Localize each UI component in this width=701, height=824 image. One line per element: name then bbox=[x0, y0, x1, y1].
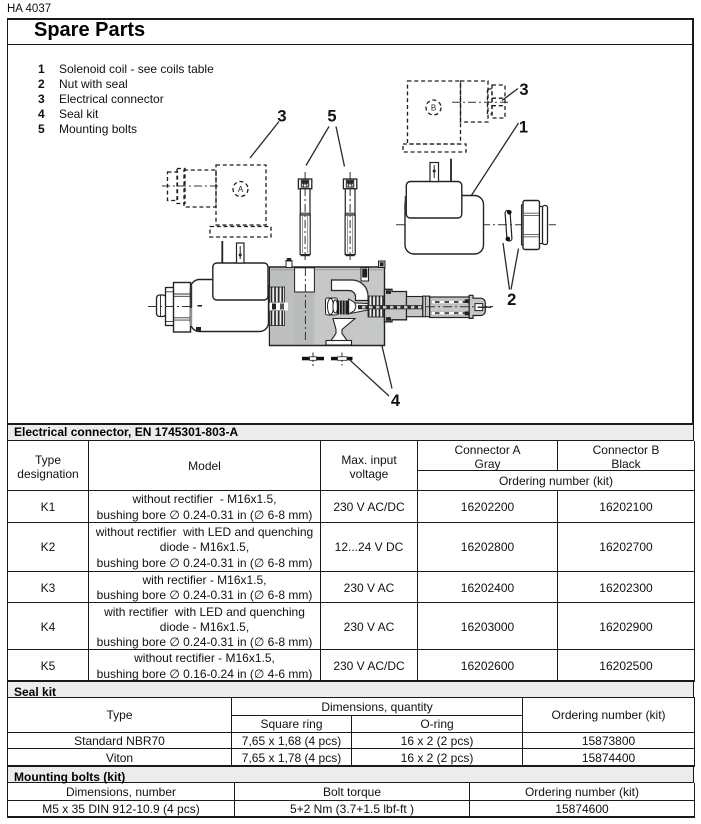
svg-text:B: B bbox=[431, 104, 436, 113]
svg-text:3: 3 bbox=[277, 108, 286, 126]
svg-text:A: A bbox=[238, 185, 244, 194]
svg-text:1: 1 bbox=[519, 119, 528, 137]
svg-text:5: 5 bbox=[327, 108, 336, 126]
svg-text:4: 4 bbox=[391, 392, 401, 410]
svg-text:2: 2 bbox=[507, 291, 516, 309]
svg-text:3: 3 bbox=[519, 81, 528, 99]
